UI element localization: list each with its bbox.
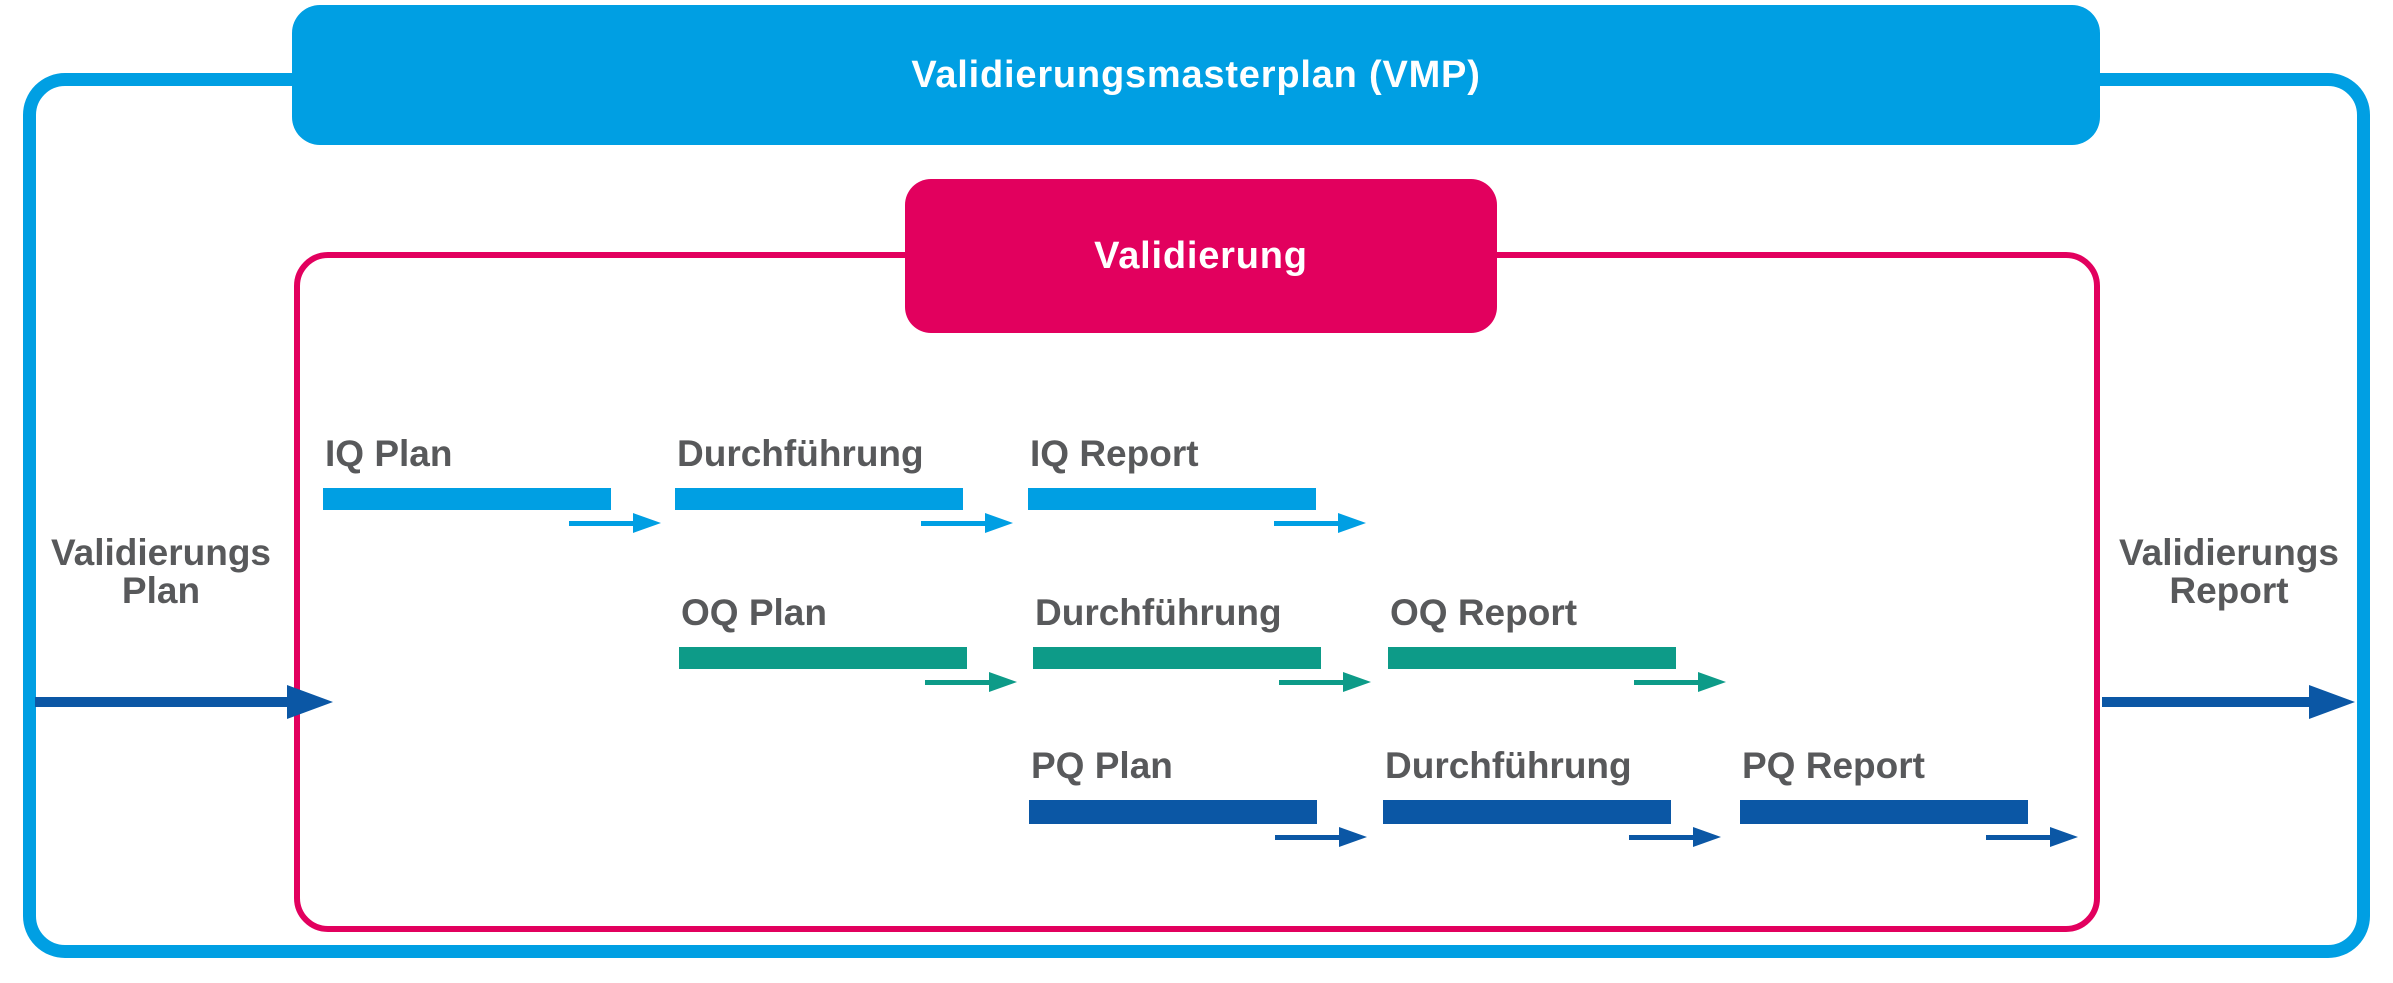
validierungs-report-line2: Report	[2169, 570, 2289, 611]
step-bar	[323, 488, 611, 510]
step-label: Durchführung	[1385, 745, 1632, 786]
step-bar	[1388, 647, 1676, 669]
step-bar	[1033, 647, 1321, 669]
outbound-flow-arrowhead-icon	[2309, 685, 2355, 719]
step-label: OQ Report	[1390, 592, 1578, 633]
validierungs-plan-line2: Plan	[121, 570, 201, 611]
step-label: PQ Plan	[1031, 745, 1173, 786]
mini-arrow-icon	[921, 513, 1013, 533]
inbound-flow-arrow-line	[35, 697, 287, 707]
step-bar	[1029, 800, 1317, 824]
mini-arrow-icon	[1275, 827, 1367, 847]
step-label: Durchführung	[677, 433, 924, 474]
step-label: Durchführung	[1035, 592, 1282, 633]
mini-arrow-icon	[925, 672, 1017, 692]
step-label: IQ Report	[1030, 433, 1199, 474]
mini-arrow-icon	[1634, 672, 1726, 692]
validierungs-plan-line1: Validierungs	[50, 532, 271, 573]
step-label: IQ Plan	[325, 433, 453, 474]
validierung-title: Validierung	[1094, 234, 1308, 277]
step-bar	[1028, 488, 1316, 510]
validierungs-report-label: Validierungs Report	[2096, 534, 2362, 610]
outbound-flow-arrow-line	[2102, 697, 2309, 707]
vmp-title: Validierungsmasterplan (VMP)	[911, 53, 1481, 96]
validierung-header-box: Validierung	[905, 179, 1497, 333]
validierungs-plan-label: Validierungs Plan	[28, 534, 294, 610]
step-label: OQ Plan	[681, 592, 827, 633]
step-bar	[675, 488, 963, 510]
validierungs-report-line1: Validierungs	[2118, 532, 2339, 573]
mini-arrow-icon	[1279, 672, 1371, 692]
step-bar	[1740, 800, 2028, 824]
mini-arrow-icon	[1629, 827, 1721, 847]
vmp-header-box: Validierungsmasterplan (VMP)	[292, 5, 2100, 145]
step-bar	[1383, 800, 1671, 824]
step-bar	[679, 647, 967, 669]
mini-arrow-icon	[1274, 513, 1366, 533]
step-label: PQ Report	[1742, 745, 1925, 786]
inbound-flow-arrowhead-icon	[287, 685, 333, 719]
mini-arrow-icon	[1986, 827, 2078, 847]
mini-arrow-icon	[569, 513, 661, 533]
